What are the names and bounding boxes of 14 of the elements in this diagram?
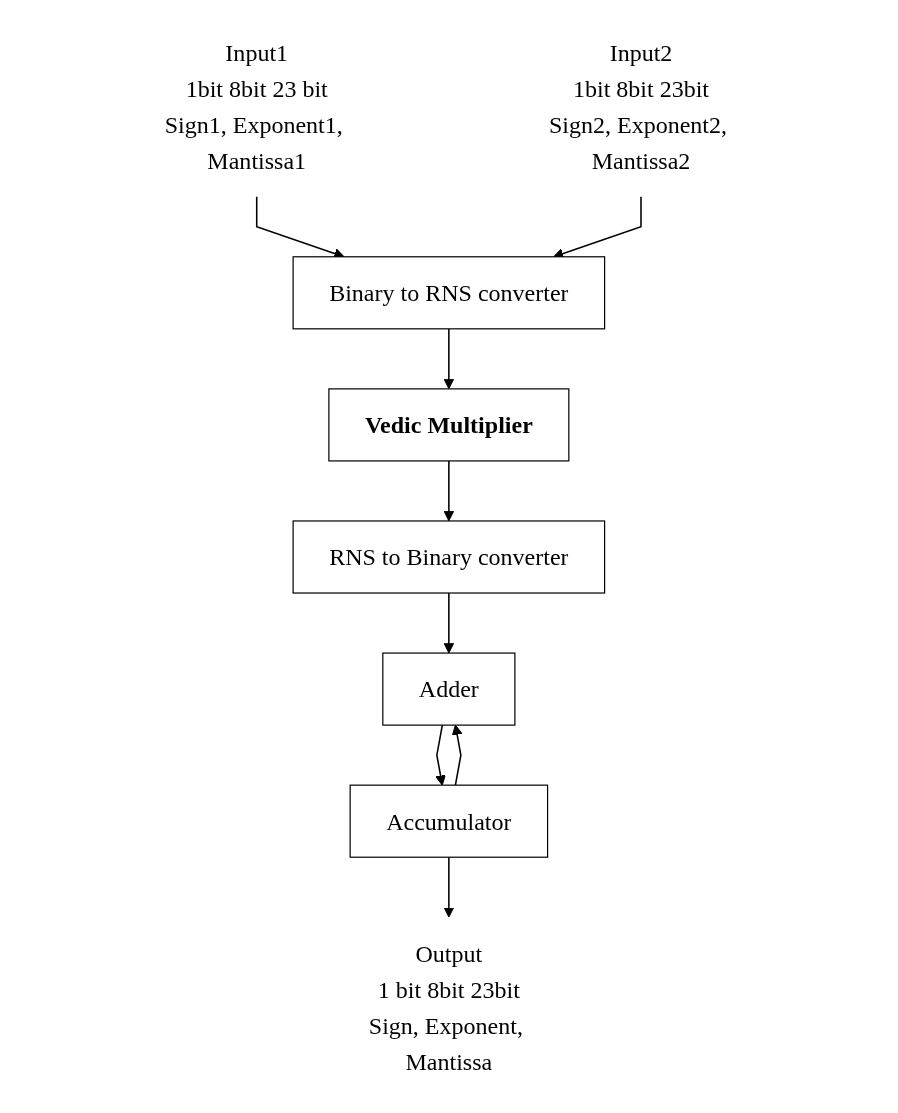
node-box: Accumulator — [349, 784, 549, 858]
node-text: Input1 1bit 8bit 23 bit Sign1, Exponent1, Mantissa1 — [164, 38, 343, 174]
arrow — [443, 591, 455, 654]
node-box: Binary to RNS converter — [292, 255, 606, 329]
node-text: Input2 1bit 8bit 23bit Sign2, Exponent2, Mantissa2 — [549, 38, 728, 174]
node-box: RNS to Binary converter — [292, 519, 606, 594]
arrow — [443, 855, 455, 918]
node-box: Vedic Multiplier — [328, 387, 570, 462]
node-box: Adder — [382, 651, 516, 726]
arrow — [435, 723, 446, 786]
arrow — [443, 327, 455, 389]
node-text: Output 1 bit 8bit 23bit Sign, Exponent, Mantissa — [368, 939, 524, 1075]
arrow — [452, 724, 463, 786]
arrow — [443, 459, 455, 521]
